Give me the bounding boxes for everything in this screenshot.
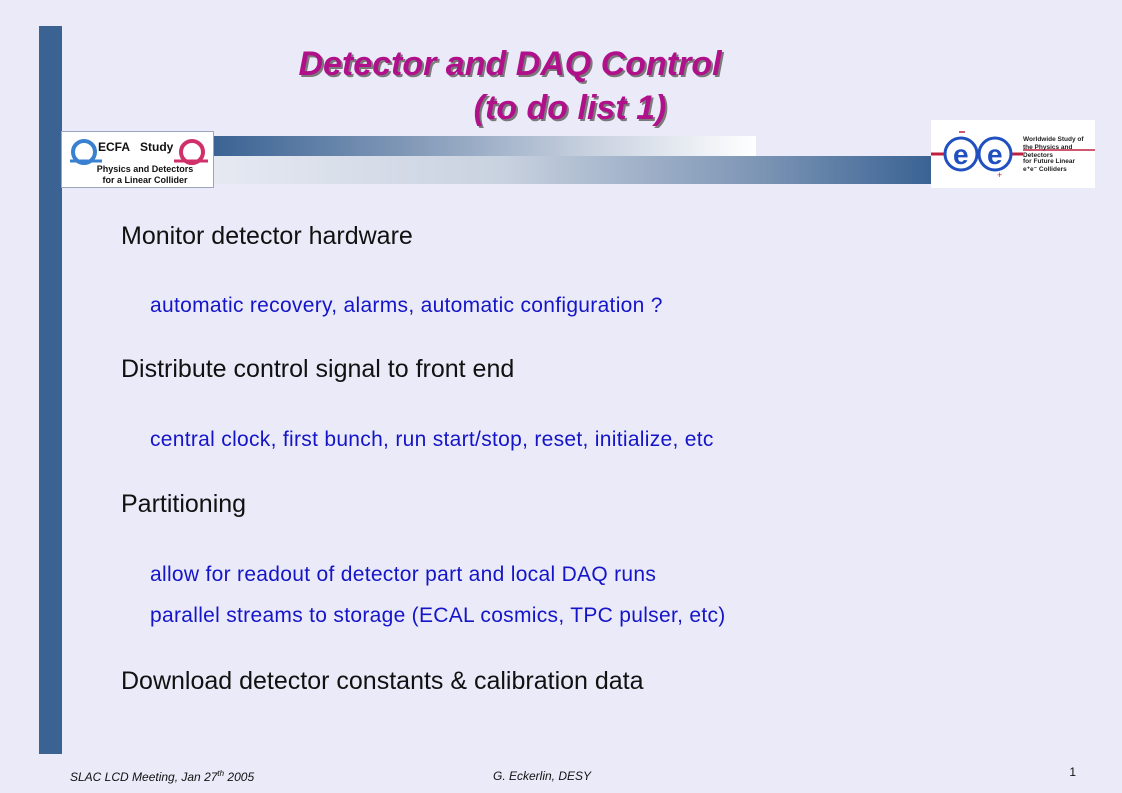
world-line-3: for Future Linear xyxy=(1023,158,1076,165)
ecfa-subtitle: Physics and Detectors for a Linear Colli… xyxy=(80,164,210,186)
footer-meeting-sup: th xyxy=(217,769,225,778)
ecfa-wordmark: ECFA Study xyxy=(98,140,173,154)
ecfa-subtitle-line-1: Physics and Detectors xyxy=(96,164,194,174)
footer-author: G. Eckerlin, DESY xyxy=(493,769,592,783)
left-accent-bar xyxy=(39,26,62,754)
svg-text:e: e xyxy=(987,139,1003,170)
worldwide-text-top: Worldwide Study of the Physics and Detec… xyxy=(1023,136,1095,160)
bullet-level1: Distribute control signal to front end xyxy=(121,355,515,383)
bullet-level2: automatic recovery, alarms, automatic co… xyxy=(150,294,663,317)
footer-meeting-date: SLAC LCD Meeting, Jan 27 xyxy=(70,770,218,784)
svg-text:+: + xyxy=(997,170,1002,180)
slide-title: Detector and DAQ Control (to do list 1) xyxy=(200,42,820,130)
worldwide-study-logo: e e + Worldwide Study of the Physics and… xyxy=(931,120,1095,188)
bullet-level1: Monitor detector hardware xyxy=(121,222,413,250)
ee-collider-icon: e e + xyxy=(931,131,1095,180)
bullet-level2: allow for readout of detector part and l… xyxy=(150,563,657,586)
title-line-1: Detector and DAQ Control xyxy=(298,45,722,83)
bullet-level2: parallel streams to storage (ECAL cosmic… xyxy=(150,604,726,627)
bullet-level1: Partitioning xyxy=(121,490,247,518)
worldwide-text-bottom: for Future Linear e⁺e⁻ Colliders xyxy=(1023,158,1095,174)
world-line-1: Worldwide Study of xyxy=(1023,136,1084,143)
ecfa-study-word: Study xyxy=(140,140,174,154)
ecfa-subtitle-line-2: for a Linear Collider xyxy=(102,175,188,185)
header-gap xyxy=(756,136,931,156)
header-gradient-band-top xyxy=(214,136,756,156)
world-line-2: the Physics and Detectors xyxy=(1023,144,1073,159)
world-line-4: e⁺e⁻ Colliders xyxy=(1023,166,1067,173)
bullet-level1: Download detector constants & calibratio… xyxy=(121,667,644,695)
svg-text:e: e xyxy=(953,139,969,170)
ecfa-study-logo: ECFA Study Physics and Detectors for a Li… xyxy=(61,131,214,188)
page-number: 1 xyxy=(1069,765,1076,779)
ecfa-loop-icon xyxy=(70,139,208,165)
footer-meeting: SLAC LCD Meeting, Jan 27th 2005 xyxy=(70,769,254,784)
header-gradient-band-bottom xyxy=(214,156,931,184)
bullet-level2: central clock, first bunch, run start/st… xyxy=(150,428,714,451)
title-line-2: (to do list 1) xyxy=(473,89,667,127)
ecfa-word: ECFA xyxy=(98,140,131,154)
footer-meeting-year: 2005 xyxy=(224,770,255,784)
